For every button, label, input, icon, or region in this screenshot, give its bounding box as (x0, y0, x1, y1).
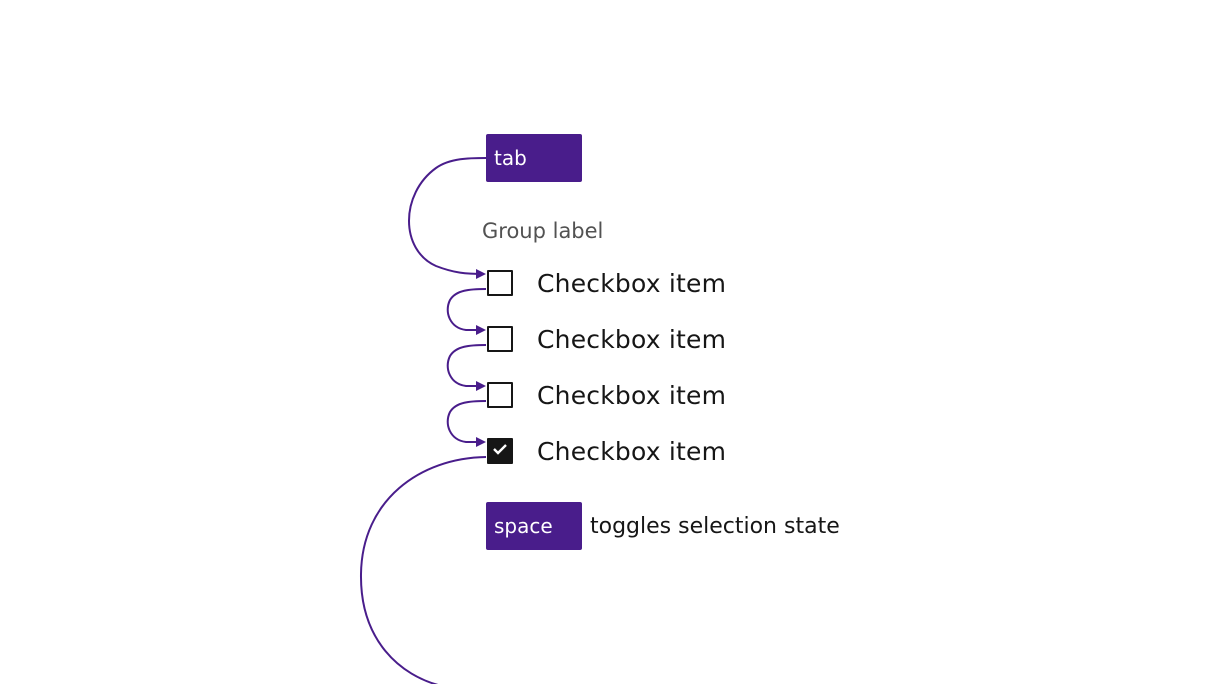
tab-key: tab (486, 134, 582, 182)
checkbox-label: Checkbox item (537, 268, 727, 298)
checkmark-icon (493, 444, 507, 455)
checkbox-item[interactable]: Checkbox item (486, 435, 726, 467)
checkbox-checked[interactable] (487, 438, 513, 464)
tab-to-first-checkbox-arrow (408, 157, 487, 279)
checkbox-unchecked[interactable] (487, 270, 513, 296)
group-label: Group label (482, 219, 604, 243)
checkbox-unchecked[interactable] (487, 326, 513, 352)
checkbox-label: Checkbox item (537, 380, 727, 410)
checkbox-item[interactable]: Checkbox item (486, 267, 726, 299)
space-key: space (486, 502, 582, 550)
space-key-hint: toggles selection state (590, 514, 840, 539)
checkbox-4-exit-arrow (359, 456, 487, 684)
checkbox-item[interactable]: Checkbox item (486, 379, 726, 411)
checkbox-label: Checkbox item (537, 436, 727, 466)
checkbox-label: Checkbox item (537, 324, 727, 354)
checkbox-3-to-4-arrow (446, 400, 487, 447)
checkbox-2-to-3-arrow (446, 344, 487, 391)
checkbox-1-to-2-arrow (446, 288, 487, 335)
checkbox-unchecked[interactable] (487, 382, 513, 408)
checkbox-item[interactable]: Checkbox item (486, 323, 726, 355)
